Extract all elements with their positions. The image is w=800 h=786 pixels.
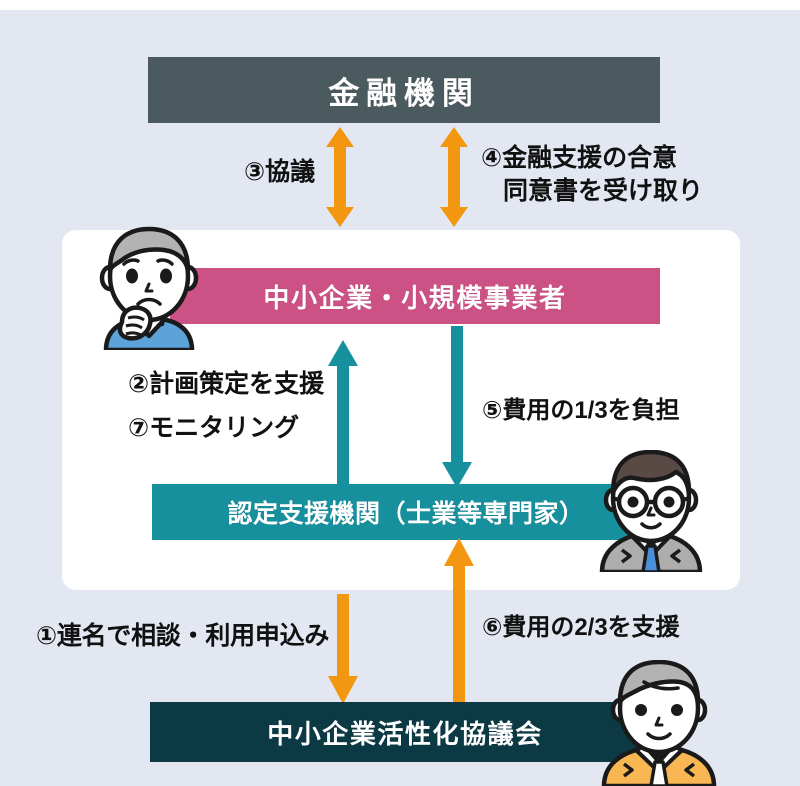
node-revitalization-council[interactable]: 中小企業活性化協議会: [150, 702, 660, 762]
node-revitalization-council-label: 中小企業活性化協議会: [267, 718, 543, 749]
arrow-flow-6: [444, 538, 474, 704]
label-flow-4-line2: 同意書を受け取り: [503, 177, 704, 205]
arrow-flow-4: [440, 127, 468, 227]
arrow-flow-1: [328, 594, 358, 704]
node-financial-institution-label: 金融機関: [328, 75, 480, 111]
node-sme[interactable]: 中小企業・小規模事業者: [170, 268, 660, 324]
label-flow-5: ⑤費用の1/3を負担: [482, 397, 680, 424]
thinking-person-illustration: [88, 224, 210, 350]
arrow-flow-5: [442, 326, 472, 488]
senior-counselor-illustration: [596, 660, 722, 786]
node-sme-label: 中小企業・小規模事業者: [263, 282, 567, 313]
label-flow-1: ①連名で相談・利用申込み: [36, 622, 330, 650]
advisor-with-glasses-illustration: [592, 450, 710, 572]
label-flow-2: ②計画策定を支援: [128, 370, 325, 398]
label-flow-4: ④金融支援の合意 同意書を受け取り: [481, 142, 703, 208]
top-white-strip: [0, 0, 800, 10]
node-financial-institution[interactable]: 金融機関: [148, 57, 660, 123]
arrow-flow-3: [326, 127, 354, 227]
node-certified-support-organization-label: 認定支援機関（士業等専門家）: [227, 500, 585, 528]
label-flow-4-line1: ④金融支援の合意: [481, 144, 678, 172]
node-certified-support-organization[interactable]: 認定支援機関（士業等専門家）: [152, 484, 660, 540]
label-flow-7: ⑦モニタリング: [128, 414, 300, 442]
label-flow-6: ⑥費用の2/3を支援: [482, 614, 680, 641]
label-flow-3: ③協議: [244, 158, 316, 186]
arrow-flow-2-7: [328, 340, 358, 488]
